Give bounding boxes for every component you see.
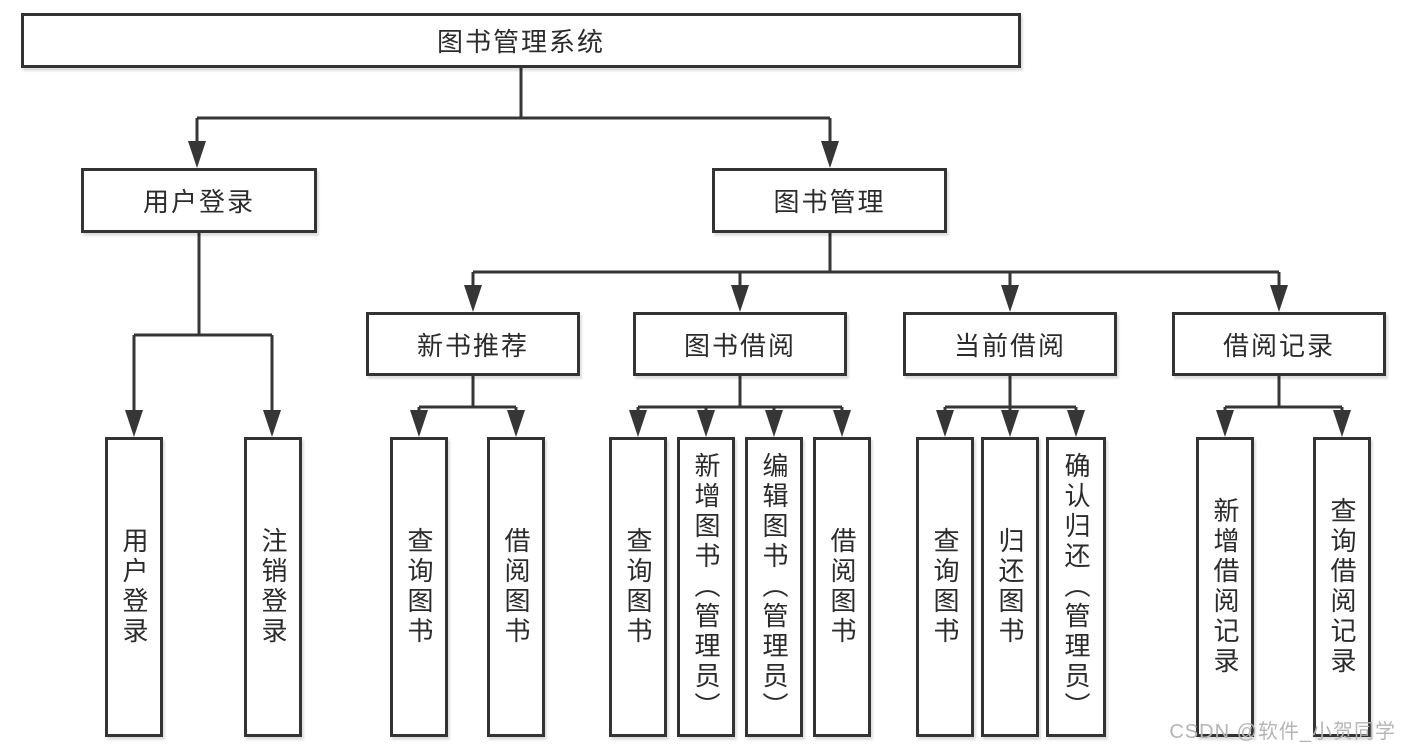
node-leaf-user-login: 用户登录 xyxy=(105,437,163,737)
node-leaf-cb-confirm-return-admin: 确认归还（管理员） xyxy=(1046,437,1106,737)
node-leaf-br-add-record: 新增借阅记录 xyxy=(1196,437,1254,737)
node-new-book-recommend: 新书推荐 xyxy=(366,312,580,376)
node-leaf-cb-query-books: 查询图书 xyxy=(916,437,974,737)
node-leaf-nbr-query-books: 查询图书 xyxy=(390,437,448,737)
node-user-login: 用户登录 xyxy=(81,168,317,233)
node-leaf-bb-edit-books-admin: 编辑图书（管理员） xyxy=(745,437,803,737)
csdn-watermark: CSDN @软件_小贺同学 xyxy=(1169,721,1396,743)
node-book-borrowing: 图书借阅 xyxy=(633,312,847,376)
node-leaf-bb-add-books-admin: 新增图书（管理员） xyxy=(677,437,735,737)
node-leaf-cb-return-books: 归还图书 xyxy=(981,437,1039,737)
node-leaf-br-query-record: 查询借阅记录 xyxy=(1313,437,1371,737)
node-leaf-bb-query-books: 查询图书 xyxy=(609,437,667,737)
node-leaf-bb-borrow-books: 借阅图书 xyxy=(813,437,871,737)
node-leaf-nbr-borrow-books: 借阅图书 xyxy=(487,437,545,737)
node-book-management: 图书管理 xyxy=(712,168,947,233)
node-borrowing-records: 借阅记录 xyxy=(1172,312,1386,376)
node-root-system: 图书管理系统 xyxy=(21,13,1021,68)
node-leaf-logout: 注销登录 xyxy=(244,437,302,737)
node-current-borrowing: 当前借阅 xyxy=(903,312,1117,376)
